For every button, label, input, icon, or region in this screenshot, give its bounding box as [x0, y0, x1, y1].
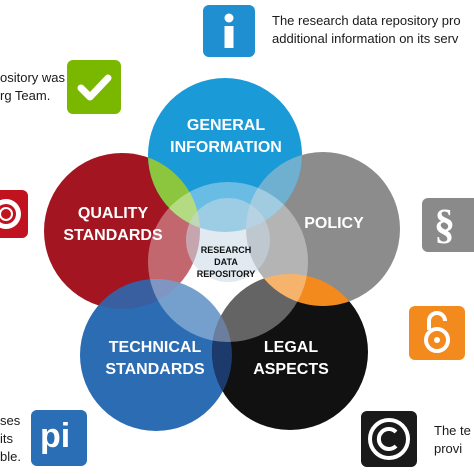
legal-label-2: ASPECTS — [253, 361, 329, 378]
copyright-text-line-2: provi — [434, 441, 463, 456]
technical-label-2: STANDARDS — [105, 361, 205, 378]
legal-label-1: LEGAL — [264, 339, 318, 356]
center-highlight — [186, 198, 270, 282]
center-label-2: DATA — [214, 257, 238, 267]
open-access-icon — [409, 306, 465, 360]
quality-label-2: STANDARDS — [63, 227, 163, 244]
check-icon — [67, 60, 121, 114]
pi-text-line-2: its — [0, 431, 13, 446]
pi-text-line-3: ble. — [0, 449, 21, 464]
seal-icon — [0, 190, 28, 238]
center-label-1: RESEARCH — [201, 245, 252, 255]
circle-technical-standards — [80, 279, 232, 431]
overlap-general-policy — [246, 152, 302, 232]
check-text-line-1: ository was — [0, 70, 66, 85]
circle-legal-aspects — [212, 274, 368, 430]
technical-label-1: TECHNICAL — [109, 339, 202, 356]
info-text-line-1: The research data repository pro — [272, 13, 461, 28]
pi-icon: pi — [31, 410, 87, 466]
overlap-general-quality — [148, 153, 200, 232]
paragraph-icon: § — [422, 198, 474, 252]
info-icon — [203, 5, 255, 57]
pi-text-line-1: ses — [0, 413, 21, 428]
policy-label: POLICY — [304, 215, 364, 232]
info-text-line-2: additional information on its serv — [272, 31, 459, 46]
general-label-1: GENERAL — [187, 117, 265, 134]
copyright-text-line-1: The te — [434, 423, 471, 438]
copyright-icon — [361, 411, 417, 467]
check-text-line-2: rg Team. — [0, 88, 51, 103]
quality-label-1: QUALITY — [78, 205, 149, 222]
center-label-3: REPOSITORY — [197, 269, 256, 279]
general-label-2: INFORMATION — [170, 139, 282, 156]
